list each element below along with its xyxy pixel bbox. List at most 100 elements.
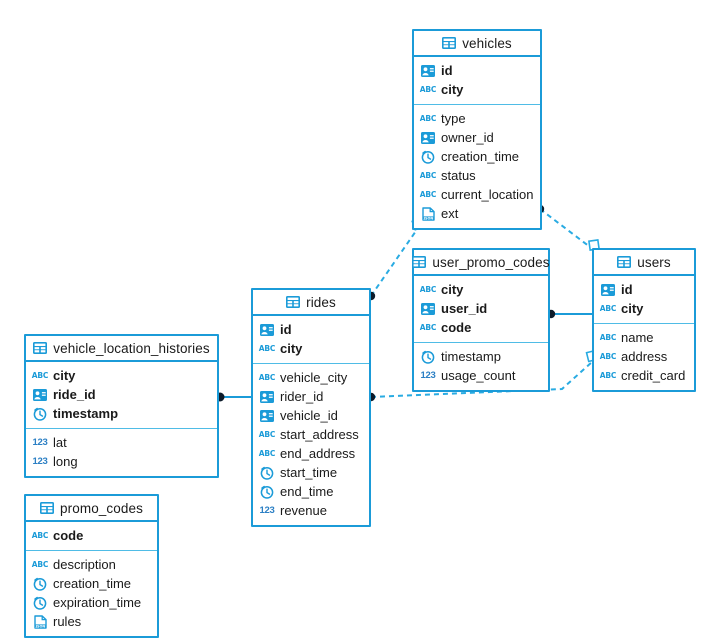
attribute-field[interactable]: owner_id — [414, 128, 540, 147]
field-label: creation_time — [53, 576, 132, 591]
attribute-field[interactable]: timestamp — [414, 347, 548, 366]
clock-icon — [260, 466, 274, 480]
field-label: credit_card — [621, 368, 686, 383]
field-label: end_address — [280, 446, 356, 461]
field-label: type — [441, 111, 466, 126]
abc-icon: ABC — [258, 343, 276, 353]
attribute-field[interactable]: creation_time — [414, 147, 540, 166]
field-label: description — [53, 557, 116, 572]
attribute-field[interactable]: ABC end_address — [253, 444, 369, 463]
json-icon: JSON — [421, 206, 435, 221]
attribute-field[interactable]: expiration_time — [26, 593, 157, 612]
table-title: rides — [306, 294, 336, 310]
svg-text:JSON: JSON — [34, 624, 45, 628]
table-header[interactable]: rides — [253, 290, 369, 316]
table-icon — [412, 255, 427, 269]
relationship-vehicles-users — [535, 204, 600, 251]
attribute-field[interactable]: 123 long — [26, 452, 217, 471]
id-card-icon — [421, 131, 435, 145]
table-title: vehicle_location_histories — [53, 340, 210, 356]
field-label: timestamp — [53, 406, 119, 421]
table-icon — [33, 341, 48, 355]
primary-key-field[interactable]: id — [414, 61, 540, 80]
table-header[interactable]: user_promo_codes — [412, 250, 549, 276]
attribute-field[interactable]: rider_id — [253, 387, 369, 406]
table-icon — [286, 295, 301, 309]
field-label: long — [53, 454, 78, 469]
123-icon: 123 — [32, 455, 48, 467]
123-icon: 123 — [32, 436, 48, 448]
field-label: owner_id — [441, 130, 494, 145]
field-label: creation_time — [441, 149, 520, 164]
field-label: id — [621, 282, 633, 297]
primary-key-field[interactable]: id — [253, 320, 369, 339]
attribute-field[interactable]: start_time — [253, 463, 369, 482]
table-icon — [40, 501, 55, 515]
edge-line — [370, 227, 419, 297]
attribute-field[interactable]: JSON rules — [26, 612, 157, 631]
attribute-field[interactable]: creation_time — [26, 574, 157, 593]
abc-icon: ABC — [599, 332, 617, 342]
field-label: vehicle_city — [280, 370, 348, 385]
primary-key-field[interactable]: id — [594, 280, 694, 299]
table-header[interactable]: users — [594, 250, 694, 276]
field-label: code — [441, 320, 472, 335]
field-label: rider_id — [280, 389, 324, 404]
id-card-icon — [260, 323, 274, 337]
primary-key-field[interactable]: ride_id — [26, 385, 217, 404]
field-label: end_time — [280, 484, 334, 499]
primary-key-field[interactable]: timestamp — [26, 404, 217, 423]
field-label: rules — [53, 614, 82, 629]
clock-icon — [421, 350, 435, 364]
abc-icon: ABC — [599, 351, 617, 361]
abc-icon: ABC — [258, 429, 276, 439]
table-header[interactable]: promo_codes — [26, 496, 157, 522]
attribute-field[interactable]: vehicle_id — [253, 406, 369, 425]
table-header[interactable]: vehicle_location_histories — [26, 336, 217, 362]
table-header[interactable]: vehicles — [414, 31, 540, 57]
field-label: expiration_time — [53, 595, 142, 610]
field-label: code — [53, 528, 84, 543]
abc-icon: ABC — [258, 448, 276, 458]
field-label: city — [441, 82, 464, 97]
id-card-icon — [421, 64, 435, 78]
primary-key-field[interactable]: ABC city — [414, 80, 540, 99]
attribute-field[interactable]: end_time — [253, 482, 369, 501]
123-icon: 123 — [420, 369, 436, 381]
abc-icon: ABC — [419, 84, 437, 94]
primary-key-field[interactable]: user_id — [414, 299, 548, 318]
field-label: vehicle_id — [280, 408, 338, 423]
